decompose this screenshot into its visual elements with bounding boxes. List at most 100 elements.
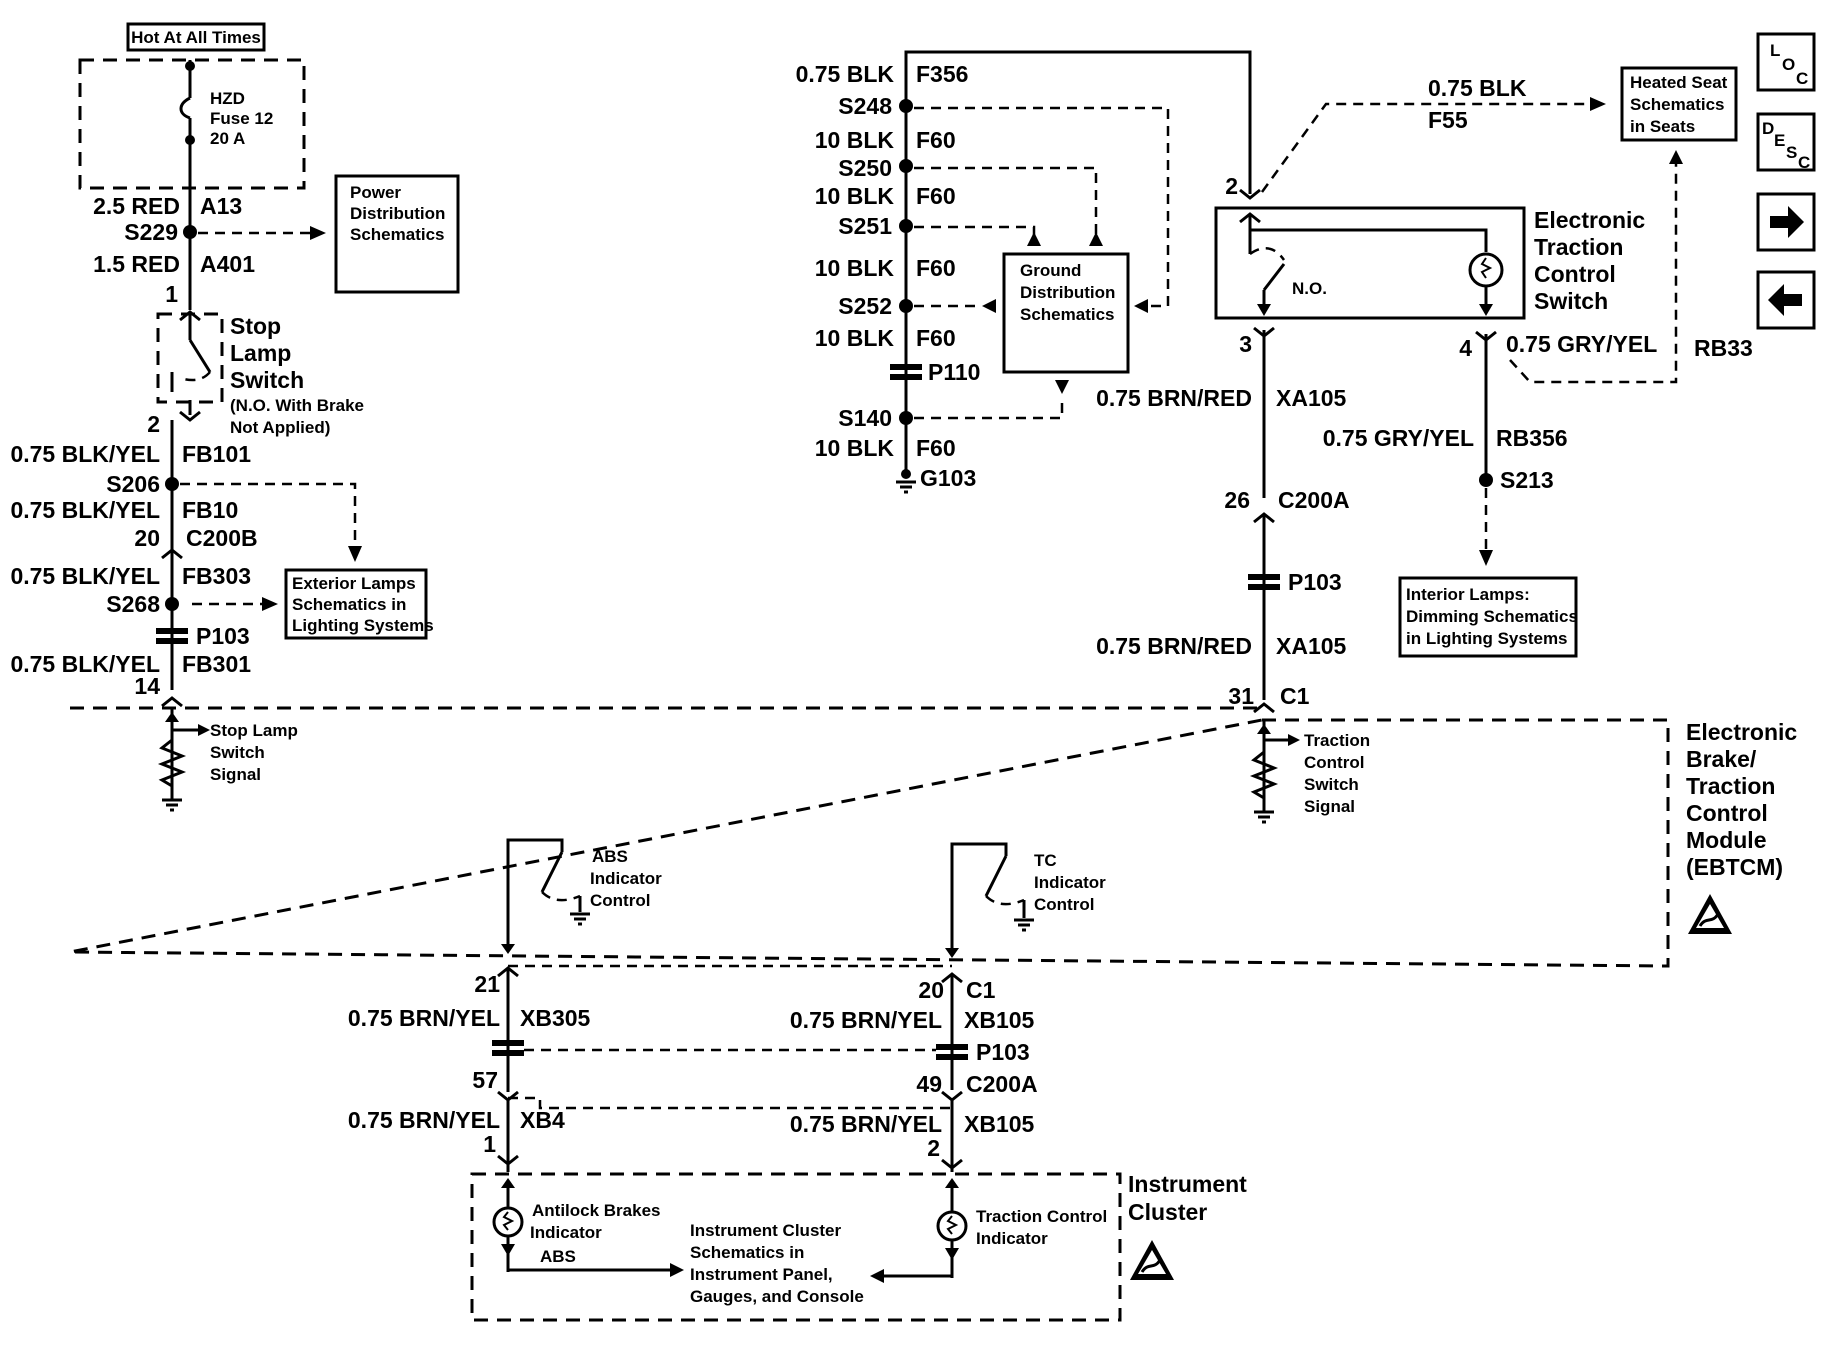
loc-letter-c: C xyxy=(1796,69,1808,88)
wire-fb303-color: 0.75 BLK/YEL xyxy=(10,563,160,589)
ground-g103 xyxy=(894,480,918,494)
abs-control-label-1: ABS xyxy=(592,847,628,866)
circuit-fb101: FB101 xyxy=(182,441,251,467)
fuse-block-outline xyxy=(78,58,306,190)
pin-switch-2: 2 xyxy=(1225,173,1238,199)
wire-rb33-color: 0.75 GRY/YEL xyxy=(1506,331,1657,357)
circuit-xb105a: XB105 xyxy=(964,1007,1035,1033)
wire-f356 xyxy=(904,50,1252,194)
stop-lamp-label-2: Lamp xyxy=(230,340,291,366)
wire-f60c-color: 10 BLK xyxy=(815,255,895,281)
circuit-rb356: RB356 xyxy=(1496,425,1568,451)
instrument-cluster-label-2: Cluster xyxy=(1128,1199,1207,1225)
pin-1: 1 xyxy=(165,281,178,307)
stop-lamp-label-1: Stop xyxy=(230,313,281,339)
splice-s213-label: S213 xyxy=(1500,467,1554,493)
next-page-button[interactable] xyxy=(1756,192,1816,252)
splice-s248-label: S248 xyxy=(838,93,892,119)
splice-s252-label: S252 xyxy=(838,293,892,319)
tc-control-label-3: Control xyxy=(1034,895,1094,914)
splice-s250 xyxy=(899,159,913,173)
ebtcm-label-6: (EBTCM) xyxy=(1686,854,1783,880)
wire-xb105b-color: 0.75 BRN/YEL xyxy=(790,1111,942,1137)
wire-xb4-color: 0.75 BRN/YEL xyxy=(348,1107,500,1133)
ebtcm-label-5: Module xyxy=(1686,827,1767,853)
pin-20-lower: 20 xyxy=(918,977,944,1003)
pin-2: 2 xyxy=(147,411,160,437)
tc-signal-label-4: Signal xyxy=(1304,797,1355,816)
splice-s206-label: S206 xyxy=(106,471,160,497)
etcs-label-2: Traction xyxy=(1534,234,1623,260)
ic-schematics-label-3: Instrument Panel, xyxy=(690,1265,833,1284)
pin-31: 31 xyxy=(1228,683,1254,709)
splice-s268 xyxy=(165,597,179,611)
circuit-fb10: FB10 xyxy=(182,497,238,523)
traction-control-indicator: Traction Control Indicator xyxy=(870,1178,1107,1283)
interior-label-1: Interior Lamps: xyxy=(1406,585,1530,604)
ground-label-3: Schematics xyxy=(1020,305,1115,324)
hzd-fuse: HZD Fuse 12 20 A xyxy=(179,60,273,245)
ebtcm-label-3: Traction xyxy=(1686,773,1775,799)
fuse-label-3: 20 A xyxy=(210,129,245,148)
ic-schematics-label-2: Schematics in xyxy=(690,1243,804,1262)
circuit-f356: F356 xyxy=(916,61,968,87)
p103-label-lower: P103 xyxy=(976,1039,1030,1065)
etcs-label-4: Switch xyxy=(1534,288,1608,314)
wire-f60b-color: 10 BLK xyxy=(815,183,895,209)
wire-2-5-red: 2.5 RED xyxy=(93,193,180,219)
splice-s251-label: S251 xyxy=(838,213,892,239)
esd-sensitive-icon-ic xyxy=(1128,1238,1176,1282)
instrument-cluster-label-1: Instrument xyxy=(1128,1171,1247,1197)
ext-lamps-label-1: Exterior Lamps xyxy=(292,574,416,593)
wire-rb356-color: 0.75 GRY/YEL xyxy=(1323,425,1474,451)
etcs-label-1: Electronic xyxy=(1534,207,1645,233)
connector-c1-upper: C1 xyxy=(1280,683,1310,709)
splice-s250-label: S250 xyxy=(838,155,892,181)
p103-label-left: P103 xyxy=(196,623,250,649)
pass-through-p110: P110 xyxy=(890,359,980,385)
circuit-xb105b: XB105 xyxy=(964,1111,1035,1137)
ic-schematics-label-4: Gauges, and Console xyxy=(690,1287,864,1306)
pin-4: 4 xyxy=(1459,335,1472,361)
circuit-fb303: FB303 xyxy=(182,563,251,589)
abs-control-label-3: Control xyxy=(590,891,650,910)
stop-lamp-switch: Stop Lamp Switch (N.O. With Brake Not Ap… xyxy=(156,310,364,437)
hot-at-all-times-box: Hot At All Times xyxy=(126,22,266,52)
ground-g103-label: G103 xyxy=(920,465,976,491)
wire-f60d-color: 10 BLK xyxy=(815,325,895,351)
circuit-f60b: F60 xyxy=(916,183,956,209)
tc-indicator-label-1: Traction Control xyxy=(976,1207,1107,1226)
splice-s251 xyxy=(899,219,913,233)
previous-page-button[interactable] xyxy=(1756,270,1816,330)
loc-button[interactable]: L O C xyxy=(1756,32,1816,92)
circuit-f60d: F60 xyxy=(916,325,956,351)
abs-control-label-2: Indicator xyxy=(590,869,662,888)
fuse-label-2: Fuse 12 xyxy=(210,109,273,128)
desc-letter-e: E xyxy=(1774,131,1785,150)
stop-lamp-label-5: Not Applied) xyxy=(230,418,330,437)
abs-indicator-label-2: Indicator xyxy=(530,1223,602,1242)
wire-xb305-color: 0.75 BRN/YEL xyxy=(348,1005,500,1031)
wire-f55-color: 0.75 BLK xyxy=(1428,75,1527,101)
interior-label-3: in Lighting Systems xyxy=(1406,629,1568,648)
hot-at-all-times-label: Hot At All Times xyxy=(131,28,261,47)
stop-lamp-label-4: (N.O. With Brake xyxy=(230,396,364,415)
stop-signal-label-2: Switch xyxy=(210,743,265,762)
connector-c1-lower: C1 xyxy=(966,977,996,1003)
tc-signal-label-1: Traction xyxy=(1304,731,1370,750)
desc-letter-d: D xyxy=(1762,119,1774,138)
interior-lamps-box: Interior Lamps: Dimming Schematics in Li… xyxy=(1398,576,1578,658)
connector-c200a-lower: C200A xyxy=(966,1071,1038,1097)
connector-c200b: C200B xyxy=(186,525,258,551)
wire-xa105b-color: 0.75 BRN/RED xyxy=(1096,633,1252,659)
desc-button[interactable]: D E S C xyxy=(1756,112,1816,172)
pin-20: 20 xyxy=(134,525,160,551)
tc-indicator-control: TC Indicator Control xyxy=(945,842,1106,958)
abs-indicator-label-3: ABS xyxy=(540,1247,576,1266)
splice-s252 xyxy=(899,299,913,313)
pin-ic-2: 2 xyxy=(927,1135,940,1161)
wire-fb10-color: 0.75 BLK/YEL xyxy=(10,497,160,523)
tc-signal-label-3: Switch xyxy=(1304,775,1359,794)
splice-s229-label: S229 xyxy=(124,219,178,245)
